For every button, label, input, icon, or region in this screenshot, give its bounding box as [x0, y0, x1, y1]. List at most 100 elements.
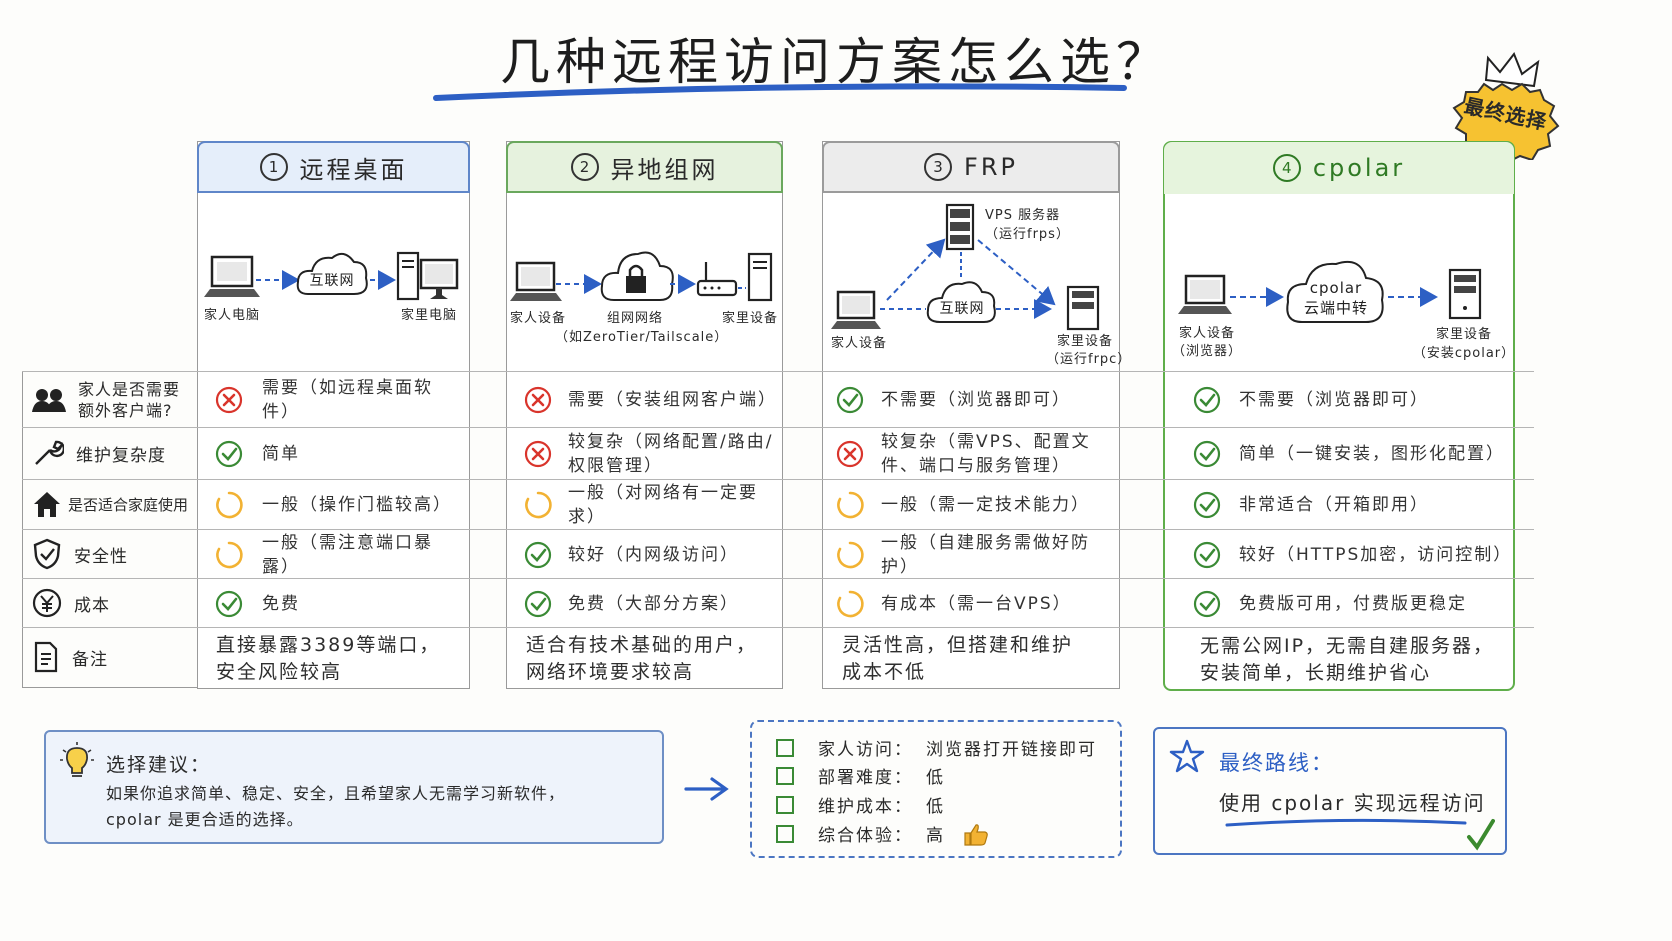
checkbox: [776, 766, 794, 785]
cell-text: 有成本（需一台VPS）: [881, 593, 1072, 614]
status-icon: [214, 439, 244, 473]
status-icon: [835, 439, 865, 473]
suggestion-title: 选择建议：: [106, 754, 212, 776]
diagram-label: 家人设备: [1178, 326, 1235, 341]
status-icon: [523, 490, 553, 524]
row-label-maintenance: 维护复杂度: [22, 429, 208, 477]
users-icon: [32, 389, 66, 412]
status-icon: [523, 589, 553, 623]
check-circle-icon: [215, 590, 243, 617]
checklist-key: 家人访问：: [818, 740, 913, 760]
diagram-label: （运行frps）: [985, 227, 1070, 242]
checklist-value: 低: [926, 797, 945, 817]
header-title: 异地组网: [610, 155, 719, 184]
diagram-label: 组网网络: [606, 311, 663, 326]
cell-text: 不需要（浏览器即可）: [1239, 390, 1429, 410]
row-label-family: 是否适合家庭使用: [22, 481, 208, 527]
check-circle-icon: [1193, 590, 1221, 617]
suggestion-text: cpolar 是更合适的选择。: [106, 810, 304, 829]
diagram-label: 家人设备: [830, 336, 887, 351]
note-cpolar: 无需公网IP，无需自建服务器，安装简单，长期维护省心: [1200, 633, 1494, 687]
cell-text: 一般（操作门槛较高）: [262, 495, 452, 515]
note-frp: 灵活性高，但搭建和维护成本不低: [842, 632, 1073, 686]
checklist-value: 浏览器打开链接即可: [926, 740, 1097, 760]
status-icon: [1192, 540, 1222, 574]
cell-text: 一般（自建服务需做好防护）: [881, 532, 1090, 577]
note-line: 无需公网IP，无需自建服务器，: [1200, 635, 1495, 657]
row-divider: [22, 627, 1534, 628]
cloud-label: 云端中转: [1303, 299, 1368, 317]
row-label-text: 家人是否需要额外客户端?: [78, 380, 181, 420]
checklist-item: 维护成本：低: [776, 792, 945, 817]
document-icon: [34, 641, 58, 673]
note-line: 安全风险较高: [216, 661, 343, 683]
note-line: 成本不低: [842, 661, 927, 683]
note-line: 灵活性高，但搭建和维护: [842, 634, 1074, 656]
cell-text: 免费（大部分方案）: [568, 593, 739, 614]
check-circle-icon: [1193, 491, 1221, 519]
note-vpn: 适合有技术基础的用户，网络环境要求较高: [526, 632, 757, 686]
final-route-title: 最终路线：: [1219, 751, 1334, 775]
neutral-circle-icon: [837, 491, 864, 519]
cloud-label: 互联网: [939, 301, 985, 317]
checklist-item: 家人访问： 浏览器打开链接即可: [776, 735, 1097, 760]
cell-text: 较好（内网级访问）: [568, 544, 739, 565]
lightbulb-icon: [60, 742, 94, 777]
checklist-item: 部署难度：低: [776, 763, 945, 788]
status-icon: [835, 490, 865, 524]
neutral-circle-icon: [216, 541, 243, 568]
cell-text: 需要（如远程桌面软件）: [262, 378, 433, 422]
row-label-text: 维护复杂度: [76, 445, 166, 466]
cross-circle-icon: [836, 440, 864, 468]
diagram-label: 家里电脑: [400, 308, 457, 323]
page-title: 几种远程访问方案怎么选？: [500, 33, 1172, 91]
diagram-label: 家里设备: [1435, 327, 1492, 342]
row-label-text: 是否适合家庭使用: [68, 495, 189, 514]
status-icon: [835, 589, 865, 623]
check-circle-icon: [836, 386, 864, 414]
note-remote-desktop: 直接暴露3389等端口，安全风险较高: [216, 632, 440, 686]
status-icon: [523, 439, 553, 473]
checklist-box: [750, 720, 1122, 858]
checklist-key: 部署难度：: [818, 768, 913, 788]
cell-text: 免费: [262, 593, 300, 614]
neutral-circle-icon: [837, 590, 864, 617]
row-label-security: 安全性: [22, 531, 208, 577]
cell-text: 免费版可用，付费版更稳定: [1239, 593, 1467, 614]
status-icon: [214, 385, 244, 419]
star-icon: [1169, 739, 1205, 773]
check-circle-icon: [1193, 541, 1221, 568]
suggestion-box: 选择建议： 如果你追求简单、稳定、安全，且希望家人无需学习新软件， cpolar…: [44, 730, 664, 844]
status-icon: [523, 540, 553, 574]
check-circle-icon: [524, 590, 552, 617]
column-vpn: 2 异地组网: [506, 141, 783, 689]
checkbox: [776, 795, 794, 814]
wrench-icon: [35, 440, 64, 465]
check-circle-icon: [215, 440, 243, 468]
cross-circle-icon: [524, 440, 552, 468]
cell-text: 较复杂（需VPS、配置文件、端口与服务管理）: [881, 432, 1091, 476]
diagram-label: （安装cpolar）: [1412, 346, 1516, 361]
header-title: FRP: [964, 153, 1018, 181]
checklist-value: 高: [926, 826, 945, 846]
final-route-text: 使用 cpolar 实现远程访问: [1219, 791, 1486, 815]
thumbs-up-icon: [964, 823, 988, 846]
cell-text: 一般（需注意端口暴露）: [262, 532, 433, 577]
header-title: cpolar: [1312, 154, 1406, 182]
row-label-text: 备注: [72, 649, 108, 670]
check-circle-icon: [1193, 440, 1221, 468]
diagram-label: 家人设备: [509, 311, 566, 326]
row-divider: [22, 371, 1534, 372]
status-icon: [1192, 439, 1222, 473]
row-divider: [22, 529, 1534, 530]
status-icon: [835, 385, 865, 419]
cell-text: 简单（一键安装，图形化配置）: [1239, 444, 1505, 464]
status-icon: [1192, 490, 1222, 524]
diagram-label: VPS 服务器: [985, 208, 1061, 223]
header-number: 2: [570, 153, 599, 181]
row-label-notes: 备注: [22, 629, 208, 685]
cell-text: 简单: [262, 444, 300, 464]
header-title: 远程桌面: [299, 155, 408, 184]
